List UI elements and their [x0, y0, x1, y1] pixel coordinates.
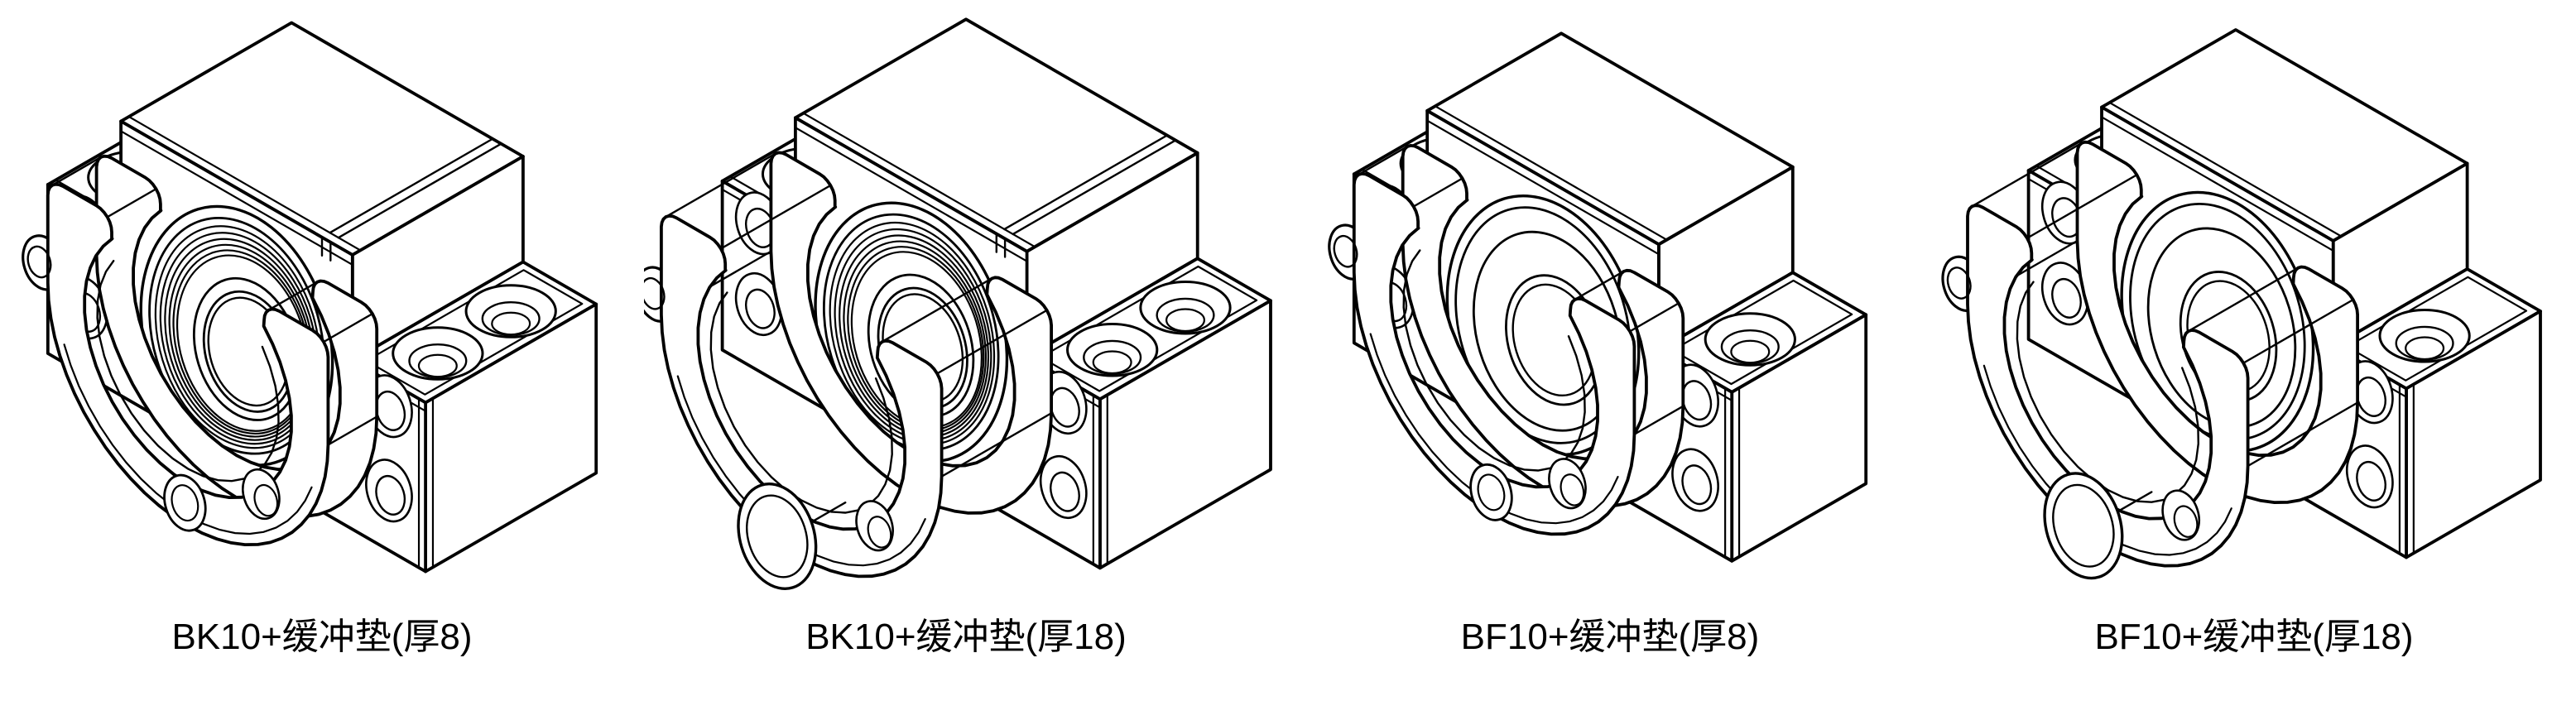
isometric-drawing-bk10-pad8: [22, 21, 598, 574]
figure-caption: BF10+缓冲垫(厚18): [2094, 617, 2414, 657]
isometric-drawing-bk10-pad18: [644, 17, 1272, 590]
figure-bk10-pad8: BK10+缓冲垫(厚8): [0, 0, 644, 725]
figure-bk10-pad18: BK10+缓冲垫(厚18): [644, 0, 1288, 725]
figure-bf10-pad8: BF10+缓冲垫(厚8): [1288, 0, 1932, 725]
figure-caption: BF10+缓冲垫(厚8): [1460, 617, 1760, 657]
figure-bf10-pad18: BF10+缓冲垫(厚18): [1932, 0, 2576, 725]
isometric-drawing-bf10-pad8: [1328, 31, 1868, 563]
figure-caption: BK10+缓冲垫(厚18): [805, 617, 1127, 657]
figure-caption: BK10+缓冲垫(厚8): [171, 617, 473, 657]
isometric-drawing-bf10-pad18: [1941, 28, 2542, 580]
